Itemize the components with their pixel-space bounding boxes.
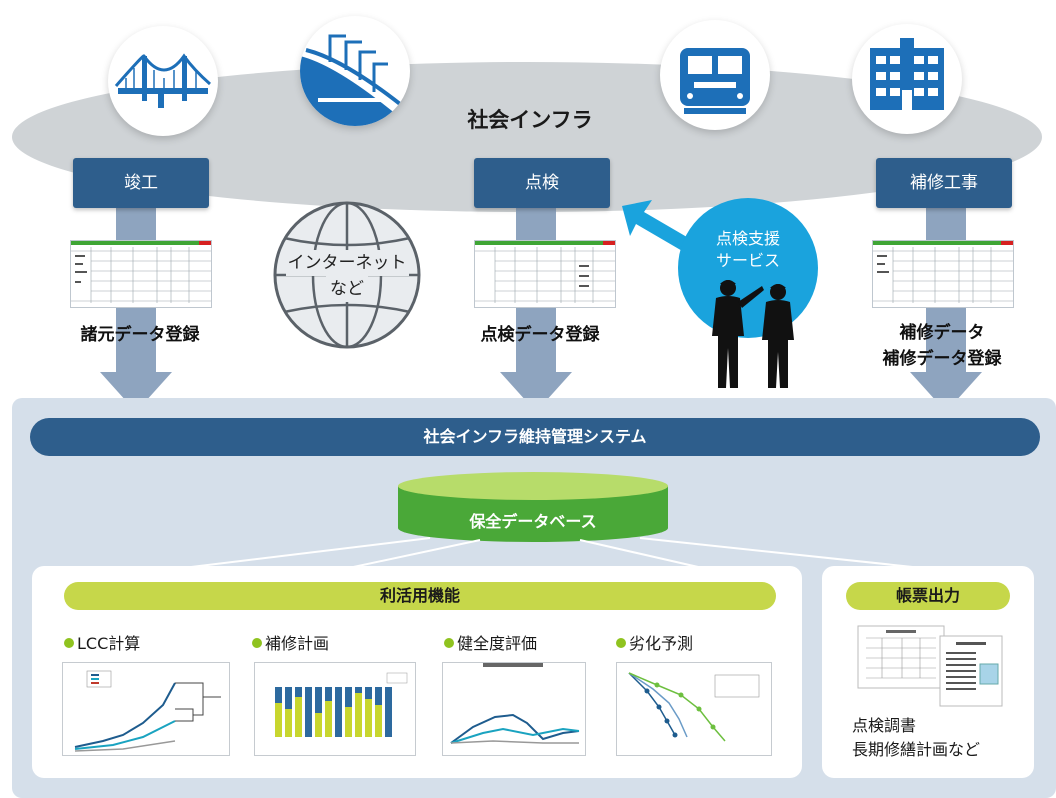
- completion-registration-label: 諸元データ登録: [80, 325, 200, 345]
- function-deterioration-forecast-label: 劣化予測: [629, 634, 694, 653]
- reports-title: 帳票出力: [846, 582, 1010, 610]
- bullet-icon: [444, 638, 454, 648]
- function-repair-plan[interactable]: 補修計画: [252, 630, 329, 654]
- support-line-1: 点検支援: [715, 229, 780, 248]
- report-line-2: 長期修繕計画など: [852, 740, 981, 759]
- repair-registration-label: 補修データ登録: [882, 349, 1002, 369]
- repair-plan-chart-thumbnail: [254, 662, 416, 756]
- inspection-form-thumbnail: [474, 240, 616, 308]
- train-circle: [660, 20, 770, 130]
- system-title-bar: 社会インフラ維持管理システム: [30, 418, 1040, 456]
- deterioration-chart-thumbnail: [616, 662, 772, 756]
- inspection-registration-label: 点検データ登録: [480, 325, 600, 345]
- building-icon: [870, 38, 944, 110]
- dam-icon: [300, 34, 410, 126]
- bullet-icon: [64, 638, 74, 648]
- function-health-evaluation[interactable]: 健全度評価: [444, 630, 537, 654]
- stage-inspection[interactable]: 点検: [474, 158, 610, 208]
- report-types: 点検調書 長期修繕計画など: [852, 714, 1032, 762]
- utilization-title: 利活用機能: [64, 582, 776, 610]
- infrastructure-title: 社会インフラ: [467, 108, 593, 132]
- stage-repair[interactable]: 補修工事: [876, 158, 1012, 208]
- function-deterioration-forecast[interactable]: 劣化予測: [616, 630, 693, 654]
- bridge-circle: [108, 26, 218, 136]
- network-line-2: など: [326, 276, 368, 302]
- building-circle: [852, 24, 962, 134]
- completion-form-thumbnail: [70, 240, 212, 308]
- dam-circle: [300, 16, 410, 126]
- support-line-2: サービス: [715, 251, 780, 270]
- database-icon: [398, 472, 668, 542]
- repair-data-label: 補修データ: [899, 323, 985, 343]
- health-evaluation-chart-thumbnail: [442, 662, 586, 756]
- lcc-chart-thumbnail: [62, 662, 230, 756]
- function-lcc[interactable]: LCC計算: [64, 630, 140, 654]
- database-label: 保全データベース: [469, 512, 597, 531]
- report-documents-icon: [857, 625, 1003, 707]
- report-line-1: 点検調書: [852, 716, 917, 735]
- train-icon: [680, 48, 750, 114]
- bridge-icon: [114, 53, 211, 108]
- bullet-icon: [616, 638, 626, 648]
- function-lcc-label: LCC計算: [77, 634, 141, 653]
- network-label: インターネット など: [272, 250, 422, 302]
- bullet-icon: [252, 638, 262, 648]
- stage-completion[interactable]: 竣工: [73, 158, 209, 208]
- network-line-1: インターネット: [285, 250, 409, 276]
- inspectors-icon: [712, 280, 794, 388]
- function-health-evaluation-label: 健全度評価: [457, 634, 538, 653]
- support-circle: [678, 198, 818, 338]
- function-repair-plan-label: 補修計画: [265, 634, 330, 653]
- support-label: 点検支援 サービス: [690, 228, 806, 272]
- repair-form-thumbnail: [872, 240, 1014, 308]
